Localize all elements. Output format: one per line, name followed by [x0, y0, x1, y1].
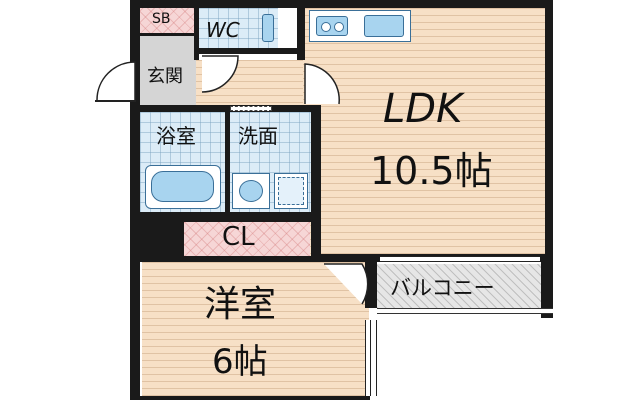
- sb-floor: [140, 8, 196, 35]
- balcony-label: バルコニー: [390, 276, 495, 300]
- wall-bath-bottom: [140, 212, 321, 222]
- door-swing-icon: [304, 63, 340, 105]
- wall-closet-left: [140, 222, 184, 262]
- sb-label: SB: [152, 11, 171, 27]
- bathtub-icon: [145, 165, 221, 209]
- wall-balcony-right: [541, 262, 553, 318]
- wall-sb-bottom: [140, 33, 196, 36]
- western-room-floor: [142, 262, 369, 400]
- balcony-railing: [377, 308, 553, 314]
- door-swing-icon: [324, 263, 368, 305]
- closet-floor: [184, 222, 310, 256]
- wall-outer-top: [130, 0, 305, 8]
- entrance-label: 玄関: [147, 66, 183, 87]
- window-western-right: [365, 320, 377, 396]
- washbasin-icon: [232, 173, 270, 209]
- western-room-label: 洋室: [204, 284, 277, 325]
- sink-icon: [364, 15, 404, 37]
- wall-outer-right: [545, 0, 553, 262]
- wall-western-right-upper: [365, 262, 377, 308]
- stove-icon: [316, 16, 348, 36]
- bath-label: 浴室: [156, 124, 196, 148]
- wall-western-bottom: [130, 396, 370, 400]
- ldk-size-label: 10.5帖: [370, 149, 493, 193]
- closet-label: CL: [222, 222, 255, 252]
- wall-ldk-left-lower: [311, 105, 321, 262]
- wall-bath-wash-divider: [225, 112, 230, 212]
- washing-machine-icon: [274, 173, 308, 209]
- window-ldk-bottom: [380, 256, 540, 262]
- wall-outer-left: [130, 0, 140, 400]
- bath-door: [230, 106, 272, 111]
- entrance-floor: [140, 35, 196, 105]
- washroom-label: 洗面: [238, 124, 278, 148]
- kitchen-counter: [309, 10, 411, 42]
- wall-ldk-left-upper: [297, 0, 305, 60]
- wall-closet-bottom: [140, 256, 320, 262]
- wc-label: WC: [206, 18, 240, 42]
- western-room-size-label: 6帖: [212, 342, 268, 382]
- door-swing-icon: [95, 61, 136, 102]
- wall-wc-bottom: [196, 48, 297, 54]
- wall-wc-left: [194, 0, 199, 60]
- wall-outer-top-ldk: [297, 0, 553, 8]
- balcony-floor: [377, 264, 541, 308]
- toilet-icon: [262, 14, 274, 42]
- door-swing-icon: [201, 55, 239, 93]
- ldk-floor: [303, 8, 547, 262]
- ldk-label: LDK: [383, 86, 463, 132]
